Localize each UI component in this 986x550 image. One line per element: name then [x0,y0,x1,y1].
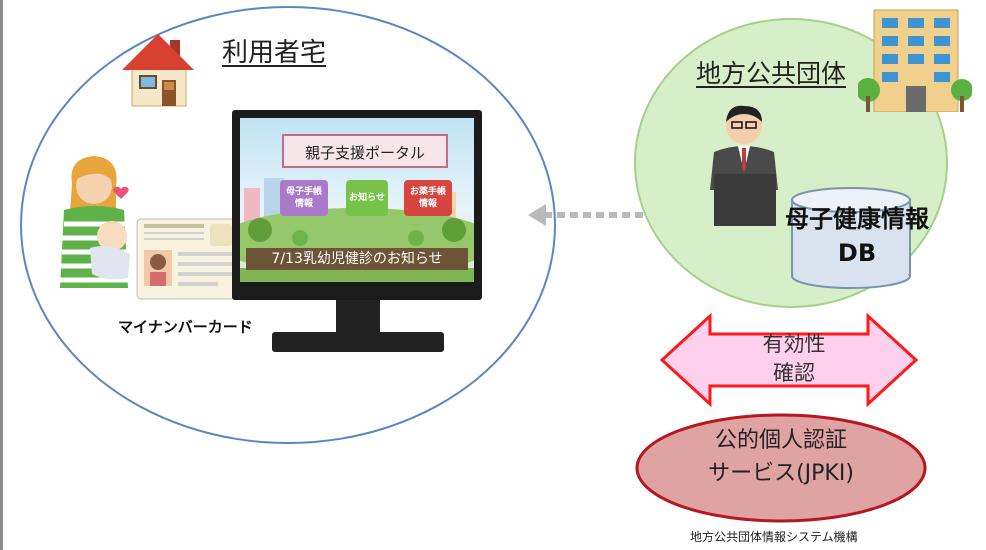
db-label-line1: 母子健康情報 [785,205,929,233]
my-number-card-caption: マイナンバーカード [118,318,253,336]
my-number-card-icon [136,218,240,300]
validity-verification-double-arrow [660,312,918,408]
jpki-service-ellipse [635,413,927,523]
mother-child-handbook-tile[interactable]: 母子手帳情報 [280,180,328,216]
portal-title: 親子支援ポータル [282,134,448,168]
left-edge-rule [0,0,3,550]
medication-handbook-tile[interactable]: お薬手帳情報 [404,180,452,216]
db-label-line2: DB [837,239,877,267]
operating-organization-caption: 地方公共団体情報システム機構 [690,530,858,544]
jpki-service-label: 公的個人認証 サービス(JPKI) [640,424,922,490]
notices-tile[interactable]: お知らせ [346,180,388,216]
notice-ticker: 7/13乳幼児健診のお知らせ [246,248,468,270]
mother-and-baby-illustration [60,156,132,288]
office-building-icon [858,9,972,112]
database-cylinder-icon [791,187,911,289]
jpki-line2: サービス(JPKI) [708,461,854,486]
local-government-title: 地方公共団体 [696,59,847,88]
verification-line2: 確認 [773,361,815,385]
house-icon [122,34,194,107]
heart-icon [113,186,129,199]
validity-verification-label: 有効性 確認 [744,330,844,388]
verification-line1: 有効性 [762,332,826,356]
tv-stand-base [272,332,444,352]
maternal-child-health-db-label: 母子健康情報 DB [782,202,932,270]
officer-at-desk-illustration [710,105,778,226]
jpki-line1: 公的個人認証 [714,428,847,453]
user-home-title: 利用者宅 [222,38,327,68]
tv-stand-neck [336,300,380,334]
